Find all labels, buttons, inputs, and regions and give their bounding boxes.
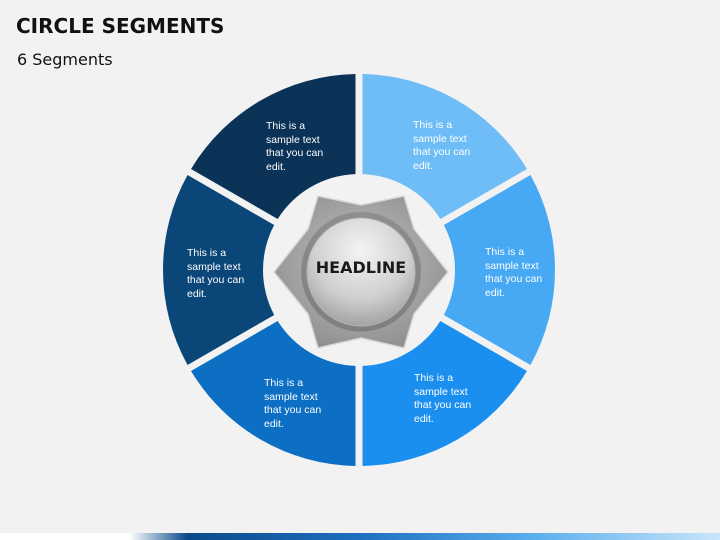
segment-bottom-right (362, 320, 527, 466)
segment-left (162, 175, 275, 365)
slide-subtitle: 6 Segments (17, 50, 113, 69)
bottom-accent-bar (0, 533, 720, 540)
center-headline: HEADLINE (315, 258, 407, 277)
emblem-inner-disc (306, 217, 416, 327)
segments-layer (162, 74, 555, 466)
segment-text-bottom-left: This is a sample text that you can edit. (264, 377, 322, 430)
segment-text-left: This is a sample text that you can edit. (187, 247, 245, 300)
segment-text-bottom-right: This is a sample text that you can edit. (414, 372, 472, 425)
segment-right (443, 175, 555, 365)
center-emblem (273, 195, 449, 349)
segment-top-right (362, 74, 527, 220)
segment-bottom-left (191, 320, 356, 466)
segment-top-left (191, 74, 356, 220)
segment-text-right: This is a sample text that you can edit. (485, 246, 543, 299)
segment-text-top-right: This is a sample text that you can edit. (413, 119, 471, 172)
segment-text-top-left: This is a sample text that you can edit. (266, 120, 324, 173)
slide-title: CIRCLE SEGMENTS (16, 14, 225, 38)
